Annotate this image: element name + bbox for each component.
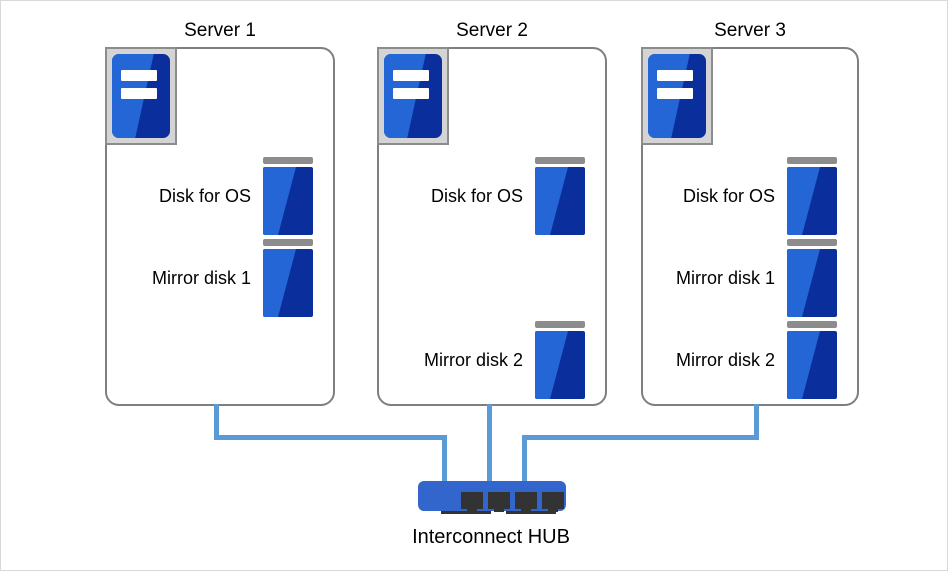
disk-label: Mirror disk 2 (423, 350, 523, 370)
hub-port (488, 492, 510, 512)
hub-port (461, 492, 483, 512)
disk-cap (263, 239, 313, 246)
disk-body (535, 167, 585, 235)
disk-row: Mirror disk 1 (107, 239, 313, 317)
disk-row: Mirror disk 2 (643, 321, 837, 399)
server-box-3[interactable]: Disk for OS Mirror disk 1 Mirror disk 2 (641, 47, 859, 406)
server-title-2: Server 2 (456, 20, 528, 41)
disk-label: Disk for OS (158, 186, 251, 206)
wire-server1-drop (442, 435, 447, 483)
server-group-2: Server 2 Disk for OS Mirror disk 2 (377, 21, 607, 406)
disk-body (535, 331, 585, 399)
disk-icon (787, 321, 837, 399)
disk-row: Disk for OS (643, 157, 837, 235)
disk-icon (263, 157, 313, 235)
server-machine-icon (641, 47, 713, 145)
disk-body (263, 249, 313, 317)
disk-row: Mirror disk 1 (643, 239, 837, 317)
disk-cap (263, 157, 313, 164)
server-icon-bar-top (121, 69, 158, 81)
disk-icon (787, 239, 837, 317)
disk-label: Mirror disk 1 (675, 268, 775, 288)
disk-icon (535, 321, 585, 399)
hub-label: Interconnect HUB (412, 526, 570, 548)
server-icon-body (112, 54, 170, 138)
hub-port (542, 492, 564, 512)
server-box-1[interactable]: Disk for OS Mirror disk 1 (105, 47, 335, 406)
disk-cap (535, 157, 585, 164)
disk-icon (263, 239, 313, 317)
wire-server3-vertical (754, 404, 759, 440)
server-icon-bar-top (657, 69, 694, 81)
disk-label: Mirror disk 2 (675, 350, 775, 370)
server-group-3: Server 3 Disk for OS Mirror disk 1 (641, 21, 859, 406)
server-icon-bar-top (393, 69, 430, 81)
server-machine-icon (105, 47, 177, 145)
server-icon-body (384, 54, 442, 138)
disk-body (263, 167, 313, 235)
disk-icon (535, 157, 585, 235)
disk-cap (787, 239, 837, 246)
disk-label: Disk for OS (430, 186, 523, 206)
server-title-1: Server 1 (184, 20, 256, 41)
network-hub-icon[interactable] (418, 481, 566, 512)
disk-body (787, 331, 837, 399)
wire-server1-vertical (214, 404, 219, 440)
disk-label: Disk for OS (682, 186, 775, 206)
wire-server2-vertical (487, 404, 492, 483)
wire-server1-horizontal (214, 435, 447, 440)
hub-port (515, 492, 537, 512)
server-icon-bar-bottom (121, 88, 158, 100)
disk-label: Mirror disk 1 (151, 268, 251, 288)
disk-cap (787, 157, 837, 164)
server-icon-bar-bottom (393, 88, 430, 100)
server-icon-body (648, 54, 706, 138)
wire-server3-drop (522, 435, 527, 483)
disk-cap (787, 321, 837, 328)
server-icon-bar-bottom (657, 88, 694, 100)
server-title-3: Server 3 (714, 20, 786, 41)
disk-cap (535, 321, 585, 328)
disk-icon (787, 157, 837, 235)
server-box-2[interactable]: Disk for OS Mirror disk 2 (377, 47, 607, 406)
server-group-1: Server 1 Disk for OS Mirror disk 1 (105, 21, 335, 406)
disk-row: Disk for OS (107, 157, 313, 235)
server-machine-icon (377, 47, 449, 145)
disk-body (787, 249, 837, 317)
disk-body (787, 167, 837, 235)
wire-server3-horizontal (522, 435, 759, 440)
disk-row: Disk for OS (379, 157, 585, 235)
disk-row: Mirror disk 2 (379, 321, 585, 399)
